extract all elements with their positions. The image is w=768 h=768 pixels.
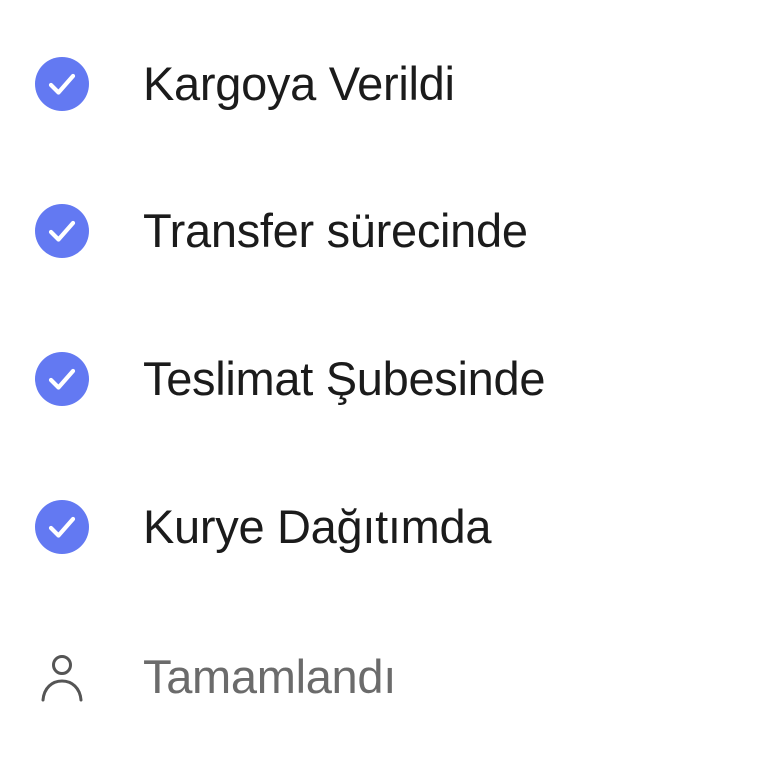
check-circle-icon: [35, 204, 89, 258]
check-circle-icon: [35, 57, 89, 111]
status-step-label: Transfer sürecinde: [143, 204, 528, 257]
user-icon: [35, 650, 89, 704]
status-step-completed: Tamamlandı: [0, 637, 768, 717]
status-step-in-transfer: Transfer sürecinde: [0, 191, 768, 271]
check-circle-icon: [35, 352, 89, 406]
status-step-shipped: Kargoya Verildi: [0, 44, 768, 124]
status-step-label: Tamamlandı: [143, 650, 396, 703]
check-circle-icon: [35, 500, 89, 554]
status-step-at-branch: Teslimat Şubesinde: [0, 339, 768, 419]
status-step-label: Teslimat Şubesinde: [143, 352, 546, 405]
status-step-label: Kurye Dağıtımda: [143, 500, 492, 553]
status-step-label: Kargoya Verildi: [143, 57, 455, 110]
status-step-out-for-delivery: Kurye Dağıtımda: [0, 487, 768, 567]
